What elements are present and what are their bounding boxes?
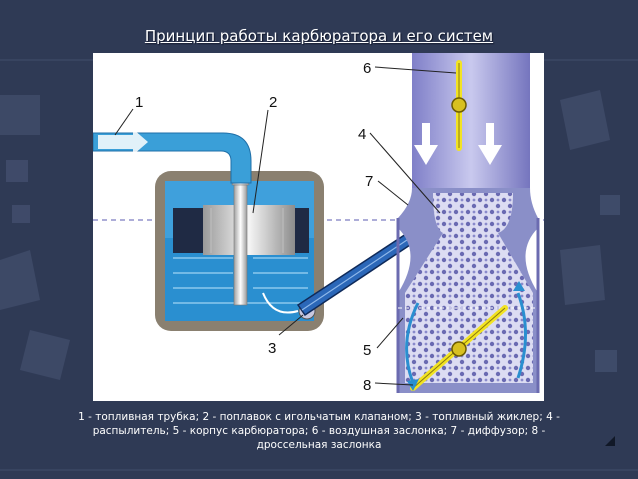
label-4: 4 bbox=[358, 126, 366, 143]
label-7: 7 bbox=[365, 173, 373, 190]
triangle-arrow-icon[interactable] bbox=[603, 434, 617, 448]
slide-title: Принцип работы карбюратора и его систем bbox=[144, 27, 494, 45]
label-5: 5 bbox=[363, 342, 371, 359]
air-flow-arrows bbox=[414, 123, 502, 165]
label-6: 6 bbox=[363, 60, 371, 77]
figure-caption: 1 - топливная трубка; 2 - поплавок с иго… bbox=[78, 411, 560, 451]
carburetor-diagram: 1 2 3 4 5 6 7 8 bbox=[93, 53, 544, 401]
label-3: 3 bbox=[268, 340, 276, 357]
label-2: 2 bbox=[269, 94, 277, 111]
label-1: 1 bbox=[135, 94, 143, 111]
mixture-flow-arrows bbox=[405, 292, 527, 384]
fuel-flow-arrow bbox=[98, 129, 148, 155]
air-intake bbox=[412, 53, 530, 188]
label-8: 8 bbox=[363, 377, 371, 394]
